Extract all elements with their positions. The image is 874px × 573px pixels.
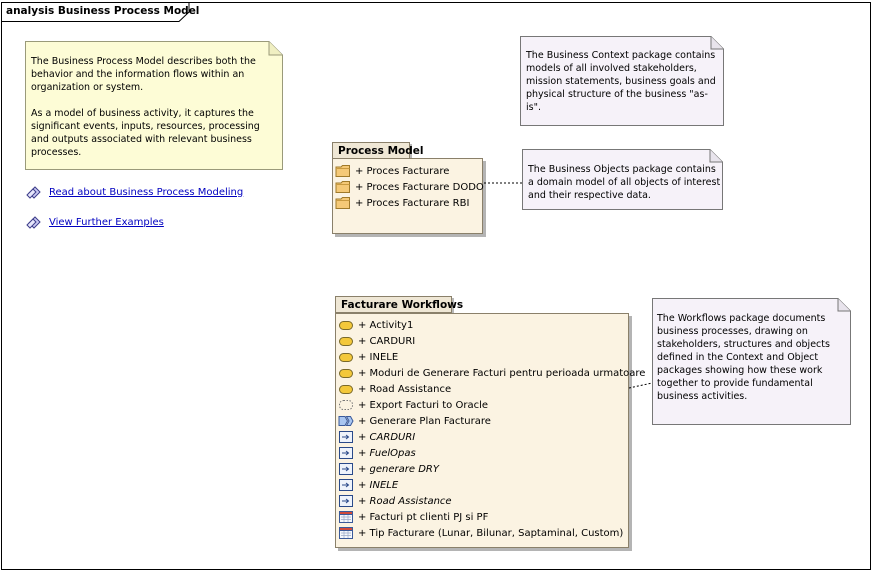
package-item[interactable]: + CARDURI: [338, 429, 415, 445]
package-item[interactable]: + CARDURI: [338, 333, 415, 349]
package-item[interactable]: + INELE: [338, 349, 398, 365]
package-tab: Process Model: [332, 142, 424, 159]
package-item[interactable]: + Proces Facturare RBI: [335, 195, 469, 211]
activity-icon: [338, 350, 354, 364]
folder-icon: [335, 196, 351, 210]
event-icon: [338, 414, 354, 428]
package-item-label: + generare DRY: [358, 463, 439, 475]
frame-title: analysis Business Process Model: [6, 5, 200, 17]
package-item[interactable]: + Tip Facturare (Lunar, Bilunar, Saptami…: [338, 525, 623, 541]
package-item-label: + INELE: [358, 479, 399, 491]
package-item[interactable]: + Moduri de Generare Facturi pentru peri…: [338, 365, 645, 381]
package-item-label: + Road Assistance: [358, 383, 452, 395]
hyperlink-icon: [26, 214, 42, 230]
activity-icon: [338, 334, 354, 348]
hyperlink-icon: [26, 184, 42, 200]
package-item-label: + FuelOpas: [358, 447, 416, 459]
diagram-icon: [338, 446, 354, 460]
package-item[interactable]: + Export Facturi to Oracle: [338, 397, 488, 413]
package-item-label: + Export Facturi to Oracle: [358, 399, 489, 411]
link-further-examples[interactable]: View Further Examples: [26, 214, 164, 230]
package-item-label: + CARDURI: [358, 335, 416, 347]
package-item-label: + Moduri de Generare Facturi pentru peri…: [358, 367, 646, 379]
link-label[interactable]: View Further Examples: [49, 216, 164, 228]
diagram-icon: [338, 462, 354, 476]
link-read-about-bpm[interactable]: Read about Business Process Modeling: [26, 184, 243, 200]
note-context-text: The Business Context package contains mo…: [526, 50, 716, 113]
note-workflows[interactable]: The Workflows package documents business…: [652, 298, 851, 425]
package-item[interactable]: + generare DRY: [338, 461, 439, 477]
note-objects-text: The Business Objects package contains a …: [528, 164, 721, 201]
package-item-label: + Proces Facturare: [355, 165, 450, 177]
package-item-label: + Generare Plan Facturare: [358, 415, 491, 427]
note-business-objects[interactable]: The Business Objects package contains a …: [522, 149, 723, 210]
package-tab: Facturare Workflows: [335, 296, 463, 313]
package-item[interactable]: + Road Assistance: [338, 493, 452, 509]
package-item-label: + Tip Facturare (Lunar, Bilunar, Saptami…: [358, 527, 624, 539]
package-item-label: + Proces Facturare DODO: [355, 181, 484, 193]
connector-workflows: [628, 382, 653, 389]
package-item[interactable]: + INELE: [338, 477, 398, 493]
folder-icon: [335, 164, 351, 178]
diagram-icon: [338, 478, 354, 492]
package-item[interactable]: + Road Assistance: [338, 381, 451, 397]
note-bpm-para1: The Business Process Model describes bot…: [31, 56, 256, 93]
diagram-icon: [338, 430, 354, 444]
activity-icon: [338, 318, 354, 332]
package-item-label: + INELE: [358, 351, 399, 363]
package-item-label: + CARDURI: [358, 431, 416, 443]
package-item[interactable]: + Activity1: [338, 317, 413, 333]
note-bpm-para2: As a model of business activity, it capt…: [31, 108, 260, 158]
activity-icon: [338, 366, 354, 380]
activity-icon: [338, 382, 354, 396]
package-item[interactable]: + FuelOpas: [338, 445, 416, 461]
calendar-icon: [338, 526, 354, 540]
package-item[interactable]: + Proces Facturare DODO: [335, 179, 484, 195]
diagram-icon: [338, 494, 354, 508]
package-body: [335, 313, 629, 548]
folder-icon: [335, 180, 351, 194]
package-body: [332, 158, 483, 234]
note-workflows-text: The Workflows package documents business…: [657, 313, 830, 402]
calendar-icon: [338, 510, 354, 524]
package-item-label: + Road Assistance: [358, 495, 452, 507]
link-label[interactable]: Read about Business Process Modeling: [49, 186, 244, 198]
note-business-context[interactable]: The Business Context package contains mo…: [520, 36, 724, 126]
package-item-label: + Proces Facturare RBI: [355, 197, 470, 209]
package-item[interactable]: + Facturi pt clienti PJ si PF: [338, 509, 488, 525]
package-item[interactable]: + Proces Facturare: [335, 163, 449, 179]
package-item[interactable]: + Generare Plan Facturare: [338, 413, 491, 429]
note-bpm[interactable]: The Business Process Model describes bot…: [25, 41, 283, 170]
package-item-label: + Activity1: [358, 319, 414, 331]
package-item-label: + Facturi pt clienti PJ si PF: [358, 511, 489, 523]
